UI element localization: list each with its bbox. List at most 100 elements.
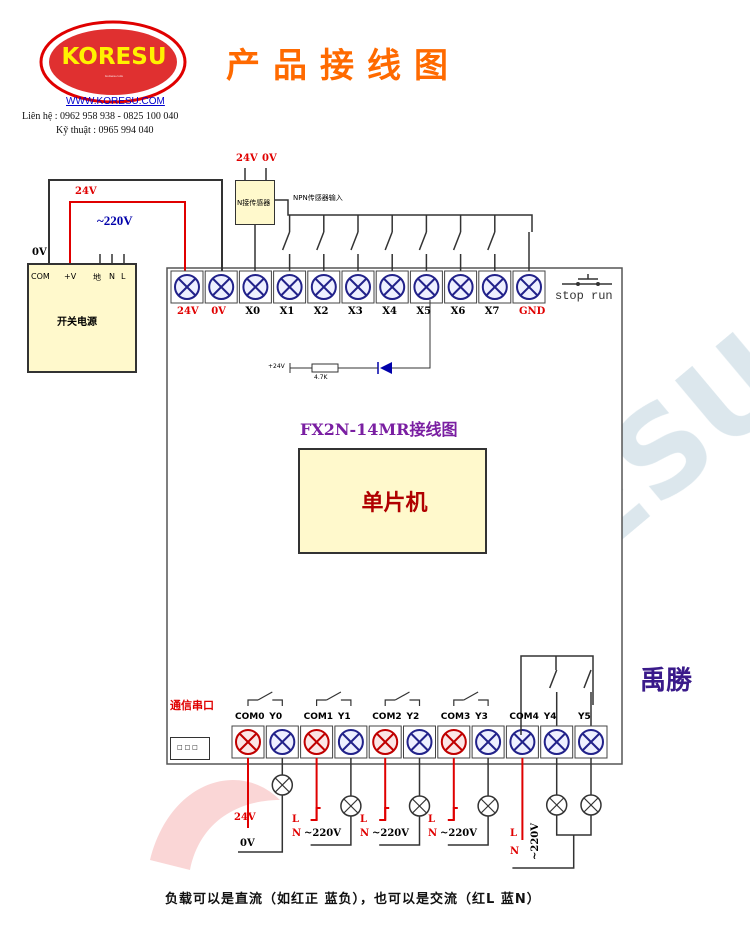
output-relay-contact (549, 669, 558, 726)
logo: KORESU koresu.com (40, 22, 188, 106)
footer-note: 负载可以是直流（如红正 蓝负），也可以是交流（红L 蓝N） (165, 892, 541, 907)
load-wire (555, 815, 592, 836)
output-terminal (505, 725, 539, 759)
output-terminal-label: Y4 (543, 712, 557, 722)
load-wire (379, 816, 421, 846)
comm-port-box: □ □ □ (170, 737, 210, 760)
input-terminal-label: X6 (450, 306, 466, 317)
input-terminal (238, 270, 272, 304)
contact-line: Liên hệ : 0962 958 938 - 0825 100 040 (22, 111, 179, 122)
output-terminal (403, 725, 436, 759)
load1-ac-l: L (292, 814, 300, 825)
input-terminal (170, 270, 204, 304)
load-wire-red (447, 807, 458, 821)
led-supply-label: +24V (268, 363, 285, 370)
input-terminal-label: X0 (245, 306, 261, 317)
output-relay-contact (247, 691, 283, 706)
input-terminal (307, 270, 341, 304)
load-wire (238, 795, 284, 853)
output-terminal-row (231, 725, 608, 759)
input-terminal-label: X5 (416, 306, 432, 317)
load3-ac-l: L (428, 814, 436, 825)
output-terminal (231, 725, 265, 759)
output-terminal-label: Y5 (578, 712, 591, 722)
psu-terminal-com: COM (31, 272, 50, 281)
input-switch (350, 215, 359, 271)
input-terminal-label: X4 (382, 306, 397, 317)
tech-support-line: Kỹ thuật : 0965 994 040 (56, 125, 154, 136)
lamp-icon (545, 794, 568, 816)
sensor-0v: 0V (262, 153, 277, 164)
lamp-icon (580, 794, 602, 816)
load3-ac-voltage: ~220V (440, 828, 478, 839)
output-terminal-label: Y2 (406, 712, 420, 722)
input-terminal-label: X3 (348, 306, 363, 317)
input-terminal (444, 270, 478, 304)
input-switch (418, 215, 428, 271)
output-terminal-label: Y3 (475, 712, 488, 722)
wire-com4-bus (520, 655, 594, 735)
input-switch (316, 215, 325, 271)
sensor-label: N接传感器 (237, 199, 271, 207)
output-terminal (574, 725, 608, 759)
load-wire (512, 835, 575, 869)
diagram-title: FX2N-14MR接线图 (300, 420, 458, 439)
output-terminal-label: COM4 (509, 712, 539, 722)
input-terminal (512, 270, 546, 304)
input-terminal (375, 270, 409, 304)
load2-ac-l: L (360, 814, 368, 825)
power-supply-box: 开关电源 (27, 263, 137, 373)
psu-terminal-n: N (109, 272, 115, 281)
input-terminal (409, 270, 443, 304)
output-relay-contact (583, 669, 592, 726)
input-terminal-label: 0V (211, 306, 226, 317)
input-switch (452, 215, 462, 271)
lamp-icon (271, 774, 294, 796)
output-terminal (471, 725, 505, 759)
wire-sensor-bus (275, 199, 533, 232)
lamp-icon (408, 795, 431, 817)
wire-psu-0v (48, 179, 223, 280)
sensor-input-note: NPN传感器输入 (293, 194, 343, 202)
load-wire (310, 816, 352, 846)
sensor-24v: 24V (236, 153, 258, 164)
output-terminal (540, 725, 574, 759)
output-relay-contact (384, 691, 421, 706)
input-terminal-label: X1 (279, 306, 295, 317)
input-switch (384, 215, 393, 271)
output-terminal (265, 725, 299, 759)
input-terminal (204, 270, 238, 304)
psu-terminal-l: L (121, 272, 126, 281)
input-terminal (341, 270, 375, 304)
output-relay-contact (453, 691, 489, 706)
load4-ac-voltage: ~220V (530, 822, 541, 860)
stop-run-button (562, 274, 612, 286)
led-circuit (289, 300, 431, 374)
psu-dc-minus: 0V (32, 247, 47, 258)
input-terminal (478, 270, 512, 304)
input-terminal-row (170, 270, 546, 304)
comm-port-label: 通信串口 (170, 699, 214, 712)
brand-mark: 禹勝 (640, 666, 693, 696)
load1-ac-voltage: ~220V (304, 828, 342, 839)
led-resistor-label: 4.7K (314, 374, 328, 381)
psu-ac-input: ~220V (97, 213, 133, 228)
input-terminal (273, 270, 307, 304)
load-dc-plus: 24V (234, 812, 256, 823)
load-wire-red (310, 807, 321, 821)
load4-ac-n: N (510, 846, 520, 857)
power-supply-label: 开关电源 (57, 317, 97, 328)
psu-terminal-ground: 地 (93, 273, 101, 282)
mcu-label: 单片机 (361, 491, 428, 516)
load-dc-minus: 0V (240, 838, 255, 849)
comm-port-pins: □ □ □ (177, 744, 198, 751)
output-loads (238, 758, 602, 869)
input-terminal-label: GND (519, 306, 546, 317)
input-terminal-label: X7 (484, 306, 500, 317)
load-wire-red (379, 807, 390, 821)
wire-psu-24v (69, 201, 186, 280)
psu-dc-plus: 24V (75, 186, 97, 197)
website-link[interactable]: WWW.KORESU.COM (66, 96, 165, 107)
output-terminal-label: COM0 (235, 712, 265, 722)
output-terminal (368, 725, 402, 759)
